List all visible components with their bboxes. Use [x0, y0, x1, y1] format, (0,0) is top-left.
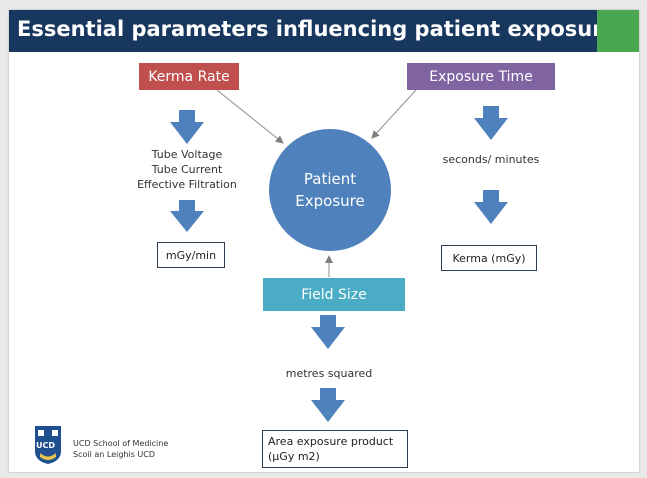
slide-title: Essential parameters influencing patient…	[17, 17, 617, 41]
down-arrow-time-2	[474, 190, 508, 224]
down-arrow-kerma-2	[170, 200, 204, 232]
center-line-2: Exposure	[295, 192, 365, 210]
kerma-rate-unit: mGy/min	[165, 248, 217, 262]
diagram-connectors	[170, 89, 508, 422]
exposure-time-unit-box: Kerma (mGy)	[441, 245, 537, 271]
factor-metres-squared: metres squared	[285, 367, 373, 380]
ucd-crest-logo	[35, 426, 61, 464]
factor-effective-filtration: Effective Filtration	[137, 178, 237, 191]
factor-tube-voltage: Tube Voltage	[151, 148, 223, 161]
org-name: UCD School of Medicine Scoil an Leighis …	[73, 438, 168, 460]
kerma-rate-unit-box: mGy/min	[157, 242, 225, 268]
down-arrow-time-1	[474, 106, 508, 140]
field-size-unit-box: Area exposure product (µGy m2)	[262, 430, 408, 468]
connector-kerma-to-center	[216, 89, 284, 144]
field-size-factors: metres squared	[279, 366, 379, 381]
field-size-unit-line-2: (µGy m2)	[268, 450, 320, 463]
org-line-1: UCD School of Medicine	[73, 439, 169, 448]
kerma-rate-factors: Tube Voltage Tube Current Effective Filt…	[137, 147, 237, 192]
exposure-time-box: Exposure Time	[407, 63, 555, 90]
factor-seconds-minutes: seconds/ minutes	[442, 153, 540, 166]
kerma-rate-label: Kerma Rate	[148, 68, 230, 85]
kerma-rate-box: Kerma Rate	[139, 63, 239, 90]
connector-time-to-center	[371, 89, 417, 139]
slide: Essential parameters influencing patient…	[9, 10, 639, 472]
field-size-label: Field Size	[301, 286, 367, 303]
title-accent-block	[597, 10, 639, 52]
patient-exposure-circle: Patient Exposure	[269, 129, 391, 251]
field-size-box: Field Size	[263, 278, 405, 311]
exposure-time-label: Exposure Time	[429, 68, 533, 85]
logo-text: UCD	[36, 441, 56, 450]
field-size-unit-line-1: Area exposure product	[268, 435, 394, 448]
down-arrow-field-1	[311, 315, 345, 349]
center-line-1: Patient	[303, 170, 357, 188]
down-arrow-field-2	[311, 388, 345, 422]
down-arrow-kerma-1	[170, 110, 204, 144]
exposure-time-unit: Kerma (mGy)	[452, 251, 526, 265]
exposure-time-factors: seconds/ minutes	[439, 152, 543, 167]
org-line-2: Scoil an Leighis UCD	[73, 450, 156, 459]
factor-tube-current: Tube Current	[151, 163, 223, 176]
title-bar: Essential parameters influencing patient…	[9, 10, 617, 52]
